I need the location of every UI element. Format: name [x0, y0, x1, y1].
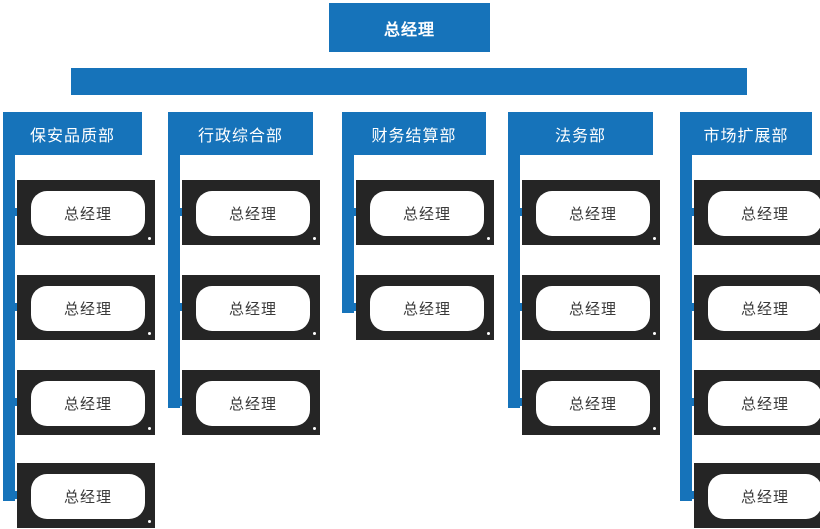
child-node-label: 总经理: [63, 205, 112, 223]
dept-spine: [168, 150, 180, 408]
child-node-label: 总经理: [740, 395, 789, 413]
child-node-label: 总经理: [402, 205, 451, 223]
child-node-pill: 总经理: [370, 191, 484, 236]
dept-spine: [508, 150, 520, 408]
child-node[interactable]: 总经理: [694, 275, 820, 340]
dept-spine: [680, 150, 692, 501]
connector-bar: [71, 68, 747, 95]
child-node-label: 总经理: [63, 300, 112, 318]
child-node-label: 总经理: [228, 300, 277, 318]
child-node-label: 总经理: [740, 488, 789, 506]
child-node-label: 总经理: [228, 205, 277, 223]
dept-header[interactable]: 财务结算部: [342, 112, 486, 155]
child-node-pill: 总经理: [536, 191, 650, 236]
child-node[interactable]: 总经理: [182, 275, 320, 340]
child-node-pill: 总经理: [196, 381, 310, 426]
root-node[interactable]: 总经理: [329, 3, 490, 52]
child-node[interactable]: 总经理: [522, 275, 660, 340]
dept-header[interactable]: 保安品质部: [3, 112, 142, 155]
child-node[interactable]: 总经理: [356, 180, 494, 245]
child-node-label: 总经理: [63, 488, 112, 506]
child-node-pill: 总经理: [196, 191, 310, 236]
child-node-label: 总经理: [63, 395, 112, 413]
dept-header[interactable]: 市场扩展部: [680, 112, 812, 155]
child-node-label: 总经理: [568, 395, 617, 413]
child-node[interactable]: 总经理: [182, 370, 320, 435]
child-node[interactable]: 总经理: [17, 463, 155, 528]
child-node-label: 总经理: [568, 300, 617, 318]
child-node[interactable]: 总经理: [694, 463, 820, 528]
child-node-pill: 总经理: [196, 286, 310, 331]
child-node-label: 总经理: [402, 300, 451, 318]
child-node[interactable]: 总经理: [17, 370, 155, 435]
child-node-pill: 总经理: [708, 191, 820, 236]
child-node-label: 总经理: [740, 300, 789, 318]
dept-header[interactable]: 行政综合部: [168, 112, 313, 155]
child-node-pill: 总经理: [31, 474, 145, 519]
child-node-pill: 总经理: [31, 191, 145, 236]
child-node[interactable]: 总经理: [694, 370, 820, 435]
child-node-pill: 总经理: [536, 286, 650, 331]
root-node-label: 总经理: [383, 19, 435, 39]
child-node-pill: 总经理: [31, 381, 145, 426]
child-node[interactable]: 总经理: [17, 180, 155, 245]
child-node-pill: 总经理: [31, 286, 145, 331]
child-node[interactable]: 总经理: [356, 275, 494, 340]
child-node-label: 总经理: [568, 205, 617, 223]
dept-header[interactable]: 法务部: [508, 112, 653, 155]
child-node-pill: 总经理: [536, 381, 650, 426]
child-node-pill: 总经理: [708, 286, 820, 331]
child-node[interactable]: 总经理: [17, 275, 155, 340]
child-node[interactable]: 总经理: [182, 180, 320, 245]
child-node[interactable]: 总经理: [694, 180, 820, 245]
child-node-pill: 总经理: [708, 474, 820, 519]
dept-spine: [3, 150, 15, 501]
dept-spine: [342, 150, 354, 313]
child-node[interactable]: 总经理: [522, 370, 660, 435]
child-node-pill: 总经理: [708, 381, 820, 426]
child-node-label: 总经理: [740, 205, 789, 223]
child-node[interactable]: 总经理: [522, 180, 660, 245]
child-node-label: 总经理: [228, 395, 277, 413]
child-node-pill: 总经理: [370, 286, 484, 331]
